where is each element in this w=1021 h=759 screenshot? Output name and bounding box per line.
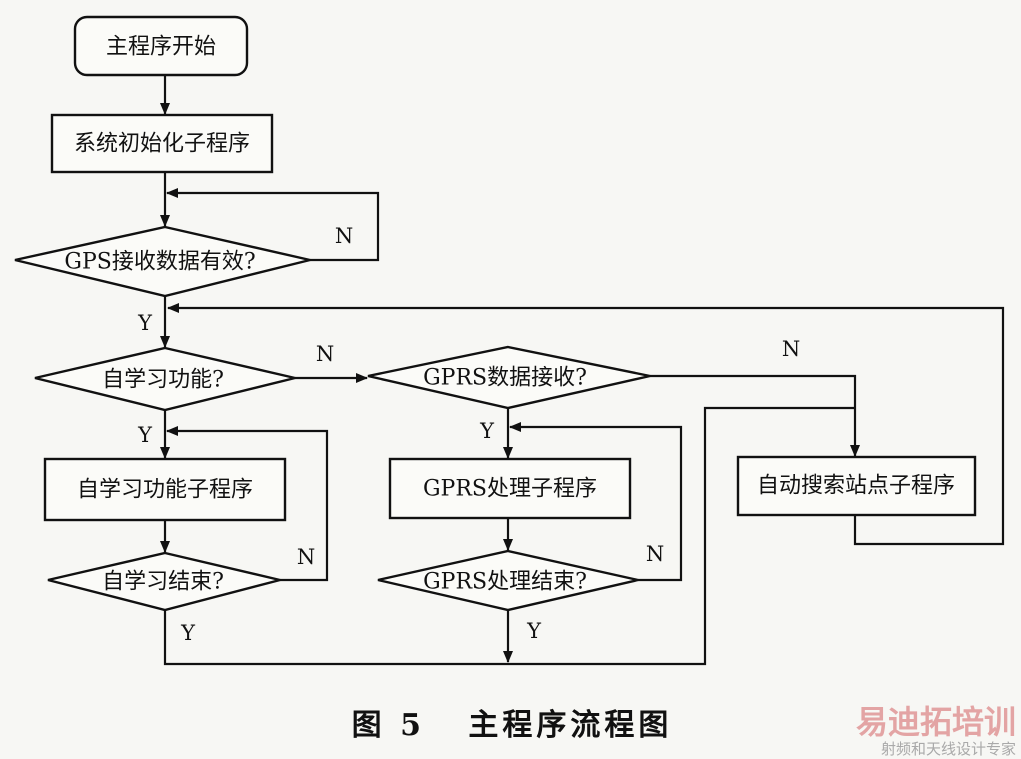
node-self-learn-proc-label: 自学习功能子程序	[77, 478, 253, 503]
node-start-label: 主程序开始	[106, 35, 216, 60]
label-learn-y: Y	[137, 423, 153, 447]
node-gps-valid: GPS接收数据有效?	[14, 225, 311, 298]
node-gprs-recv-label: GPRS数据接收?	[423, 366, 587, 391]
node-self-learn-end: 自学习结束?	[47, 551, 281, 612]
label-gprs-end-y: Y	[526, 619, 542, 643]
label-gprs-n: N	[782, 337, 800, 361]
label-gps-n: N	[335, 224, 353, 248]
figure-caption: 图 5 主程序流程图	[352, 708, 673, 743]
label-gprs-end-n: N	[646, 542, 664, 566]
node-self-learn-q-label: 自学习功能?	[102, 368, 224, 393]
label-learn-end-n: N	[297, 545, 315, 569]
edge-auto-search-return	[167, 303, 1005, 546]
node-gprs-end: GPRS处理结束?	[377, 549, 639, 612]
node-self-learn-proc: 自学习功能子程序	[43, 457, 287, 522]
edge-learn-end-n-loop	[166, 426, 329, 582]
edge-gprs-end-n-loop	[509, 422, 683, 582]
node-init-label: 系统初始化子程序	[74, 132, 250, 157]
node-gprs-proc-label: GPRS处理子程序	[423, 477, 597, 502]
watermark-brand: 易迪拓培训	[856, 703, 1016, 741]
watermark: 易迪拓培训 射频和天线设计专家	[856, 703, 1016, 758]
node-self-learn-q: 自学习功能?	[34, 346, 296, 412]
node-self-learn-end-label: 自学习结束?	[102, 570, 224, 595]
edge-gprs-n-to-auto	[650, 374, 860, 457]
edge-labels: N Y N Y N Y N Y N Y	[137, 224, 800, 645]
label-gps-y: Y	[137, 311, 153, 335]
node-auto-search: 自动搜索站点子程序	[736, 455, 977, 517]
label-learn-end-y: Y	[180, 621, 196, 645]
node-gps-valid-label: GPS接收数据有效?	[64, 250, 255, 275]
node-start: 主程序开始	[73, 15, 249, 77]
node-gprs-recv: GPRS数据接收?	[367, 345, 651, 410]
label-gprs-y: Y	[479, 419, 495, 443]
edge-learn-end-y	[163, 406, 856, 666]
label-learn-n: N	[316, 342, 334, 366]
edges	[160, 76, 1005, 666]
node-init: 系统初始化子程序	[50, 113, 274, 174]
node-gprs-end-label: GPRS处理结束?	[423, 570, 587, 595]
node-gprs-proc: GPRS处理子程序	[388, 457, 632, 520]
edge-gps-n-loop	[166, 188, 380, 262]
watermark-tagline: 射频和天线设计专家	[881, 740, 1016, 758]
node-auto-search-label: 自动搜索站点子程序	[757, 474, 955, 499]
